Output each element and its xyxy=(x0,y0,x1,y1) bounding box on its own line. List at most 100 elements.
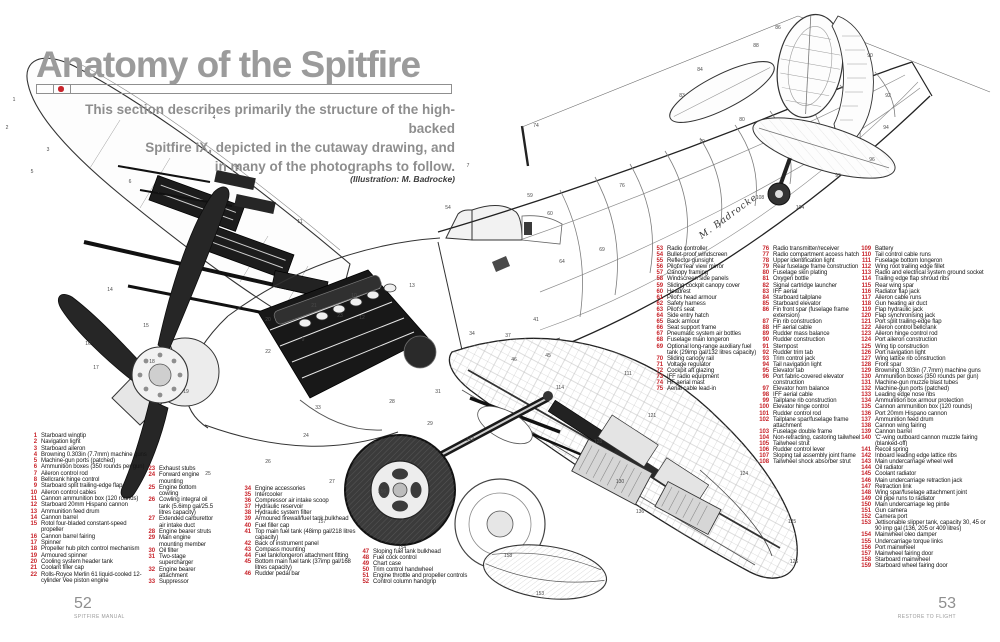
drawing-callout-number: 13 xyxy=(409,283,415,289)
legend-text: IFF aerial cable xyxy=(773,392,813,399)
legend-text: Extended carburettor air intake duct xyxy=(159,516,214,529)
legend-text: Tailwheel shock absorber strut xyxy=(773,459,851,466)
legend-number: 91 xyxy=(762,343,770,350)
legend-number: 20 xyxy=(30,558,38,565)
legend-text: Reflector gunsight xyxy=(667,258,714,265)
legend-number: 40 xyxy=(244,522,252,529)
legend-text: IFF aerial xyxy=(773,288,798,295)
drawing-callout-number: 19 xyxy=(183,389,189,395)
title-rule-box xyxy=(53,83,71,94)
drawing-callout-number: 26 xyxy=(265,459,271,465)
drawing-callout-number: 14 xyxy=(107,287,113,293)
legend-number: 121 xyxy=(861,319,871,326)
legend-text: Leading edge nose ribs xyxy=(875,392,936,399)
drawing-callout-number: 29 xyxy=(427,421,433,427)
legend-number: 56 xyxy=(656,264,664,271)
legend-text: Forward engine mounting xyxy=(159,472,200,485)
legend-text: Control column handgrip xyxy=(373,579,437,586)
legend-text: Mainwheel fairing door xyxy=(875,550,934,557)
drawing-callout-number: 34 xyxy=(469,331,475,337)
legend-text: Sloping fuel tank bulkhead xyxy=(373,549,441,555)
drawing-callout-number: 114 xyxy=(556,385,564,391)
legend-text: Rear fuselage frame construction xyxy=(773,264,859,271)
legend-text: Fuselage double frame xyxy=(773,428,833,435)
drawing-callout-number: 5 xyxy=(30,169,34,175)
port-wing-guns xyxy=(469,396,710,506)
drawing-callout-number: 27 xyxy=(329,479,335,485)
drawing-callout-number: 153 xyxy=(535,591,545,597)
legend-number: 4 xyxy=(33,451,37,458)
tail-fin xyxy=(776,13,844,119)
legend-text: Canopy framing xyxy=(667,270,708,277)
legend-number: 47 xyxy=(362,549,370,555)
legend-text: Rudder pedal bar xyxy=(255,571,300,578)
drawing-callout-number: 17 xyxy=(93,365,99,371)
legend-text: Rear wing spar xyxy=(875,282,914,289)
legend-number: 141 xyxy=(861,447,871,454)
legend-text: Machine-gun ports (patched) xyxy=(41,458,116,465)
drawing-callout-number: 24 xyxy=(303,433,309,439)
legend-text: Wing spar/fuselage attachment joint xyxy=(875,489,967,496)
legend-text: Back of instrument panel xyxy=(255,540,319,547)
legend-number: 146 xyxy=(861,477,871,484)
port-tailplane xyxy=(752,117,896,179)
drawing-callout-number: 99 xyxy=(835,173,841,179)
page-title: Anatomy of the Spitfire xyxy=(36,44,421,85)
legend-number: 156 xyxy=(861,544,871,551)
tailwheel xyxy=(767,157,792,206)
legend-text: Cockpit aft glazing xyxy=(667,367,715,374)
legend-number: 30 xyxy=(148,547,156,554)
legend-number: 64 xyxy=(656,313,664,320)
legend-number: 10 xyxy=(30,489,38,496)
drawing-callout-number: 156 xyxy=(377,489,387,495)
legend-text: Bullet-proof windscreen xyxy=(667,252,728,259)
drawing-callout-number: 111 xyxy=(624,371,632,377)
legend-text: Fuselage bottom longeron xyxy=(875,258,943,265)
legend-text: Navigation light xyxy=(41,439,81,446)
legend-number: 45 xyxy=(244,559,252,566)
legend-number: 114 xyxy=(861,276,871,283)
legend-text: Port aileron construction xyxy=(875,337,938,344)
legend-text: Spinner xyxy=(41,540,61,547)
legend-number: 8 xyxy=(33,477,37,484)
intro-line: This section describes primarily the str… xyxy=(85,102,455,136)
legend-text: Jettisonable slipper tank, capacity 30, … xyxy=(875,520,986,533)
legend-text: Pilot's head armour xyxy=(667,294,717,301)
drawing-callout-number: 33 xyxy=(315,405,321,411)
legend-number: 53 xyxy=(656,246,664,252)
legend-text: Aileron hinge control rod xyxy=(875,331,938,338)
legend-number: 18 xyxy=(30,546,38,553)
